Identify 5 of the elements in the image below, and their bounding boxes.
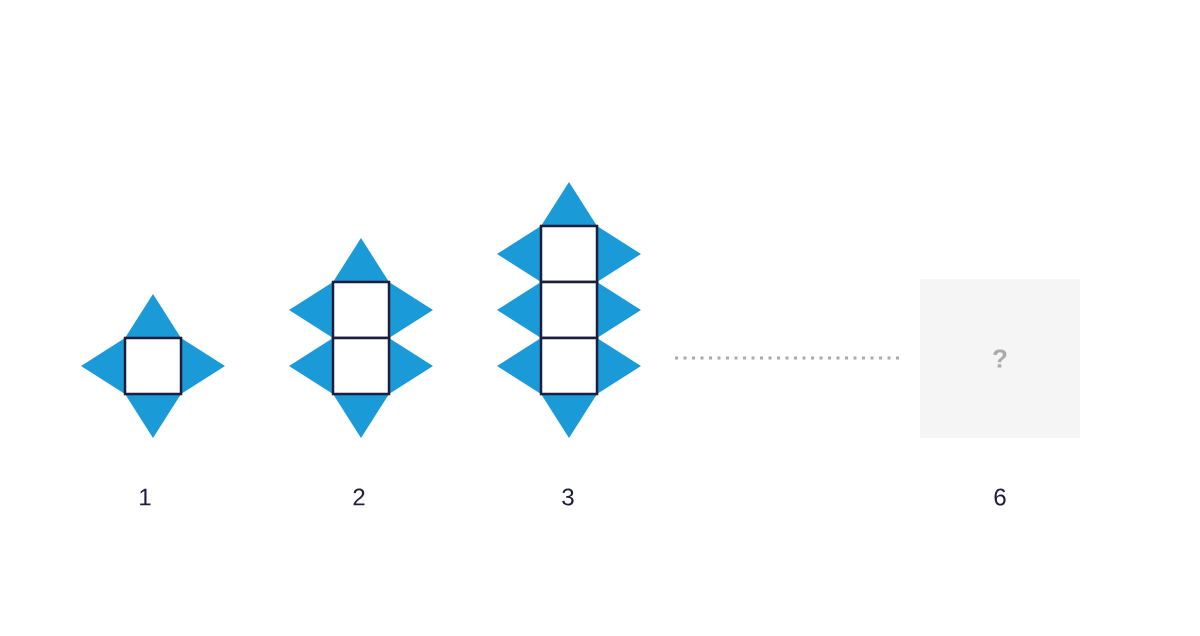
question-box: ?	[920, 279, 1080, 438]
figure-number: 3	[562, 488, 574, 506]
figure-number: 6	[994, 488, 1006, 506]
figure-number: 1	[140, 488, 151, 506]
figure-number: 2	[353, 488, 365, 506]
